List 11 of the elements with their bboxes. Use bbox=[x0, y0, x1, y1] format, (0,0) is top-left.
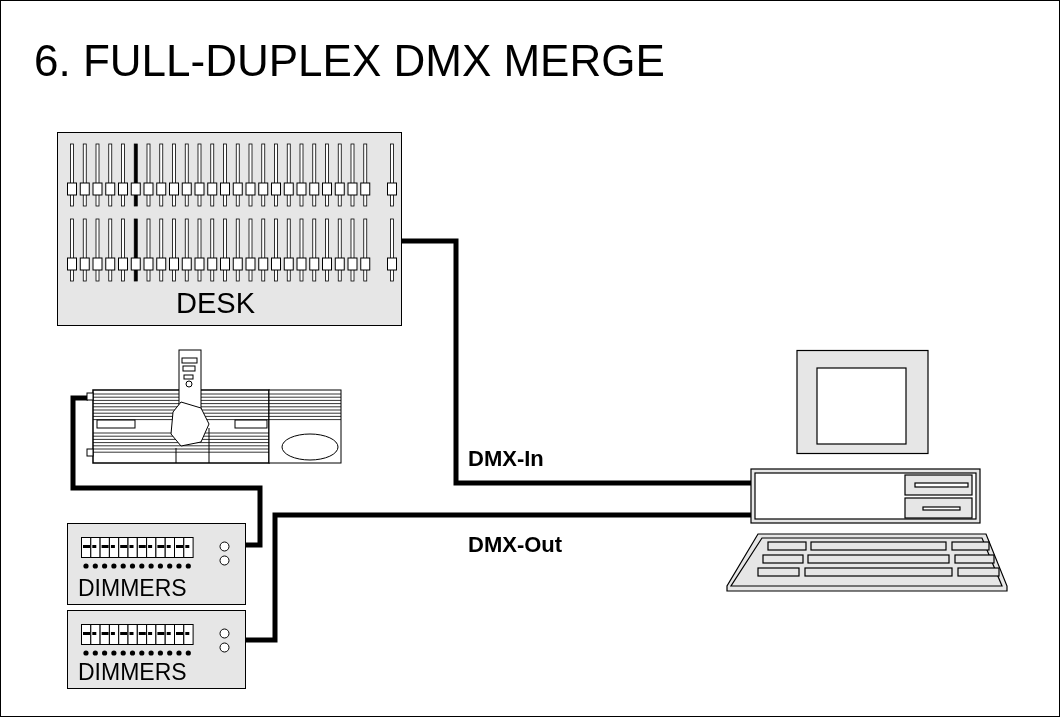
cable bbox=[246, 512, 752, 643]
dimmers-label: DIMMERS bbox=[78, 659, 187, 686]
cable bbox=[70, 395, 263, 548]
diagram-title: 6. FULL-DUPLEX DMX MERGE bbox=[34, 36, 665, 86]
dimmer-rack bbox=[67, 523, 246, 605]
lighting-desk bbox=[57, 132, 402, 326]
dimmers-label: DIMMERS bbox=[78, 575, 187, 602]
cable bbox=[402, 238, 752, 486]
dimmer-rack bbox=[67, 610, 246, 689]
desk-label: DESK bbox=[176, 287, 255, 320]
computer-drawing bbox=[726, 350, 1008, 592]
